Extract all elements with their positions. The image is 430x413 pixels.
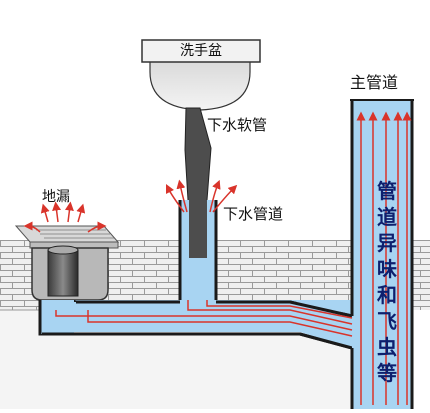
drain-pipe-arrows (165, 179, 238, 213)
sink-label: 洗手盆 (180, 43, 222, 59)
sink (141, 39, 261, 111)
main-pipe-arrows (356, 111, 412, 405)
main-pipe-label: 主管道 (350, 73, 399, 92)
floor-drain-label: 地漏 (42, 189, 70, 205)
odor-flow-lines (55, 300, 353, 337)
hose-label: 下水软管 (207, 116, 268, 134)
odor-and-insects-label: 管道异味和飞虫等 (377, 179, 397, 385)
brick-wall-right (412, 240, 430, 310)
floor-drain-arrows (23, 201, 107, 233)
sink-label-box: 洗手盆 (142, 40, 260, 62)
horizontal-pipe (38, 300, 353, 350)
main-pipe (350, 99, 414, 409)
floor-drain (14, 225, 120, 301)
drain-pipe (178, 200, 218, 300)
drain-pipe-label: 下水管道 (223, 205, 284, 223)
